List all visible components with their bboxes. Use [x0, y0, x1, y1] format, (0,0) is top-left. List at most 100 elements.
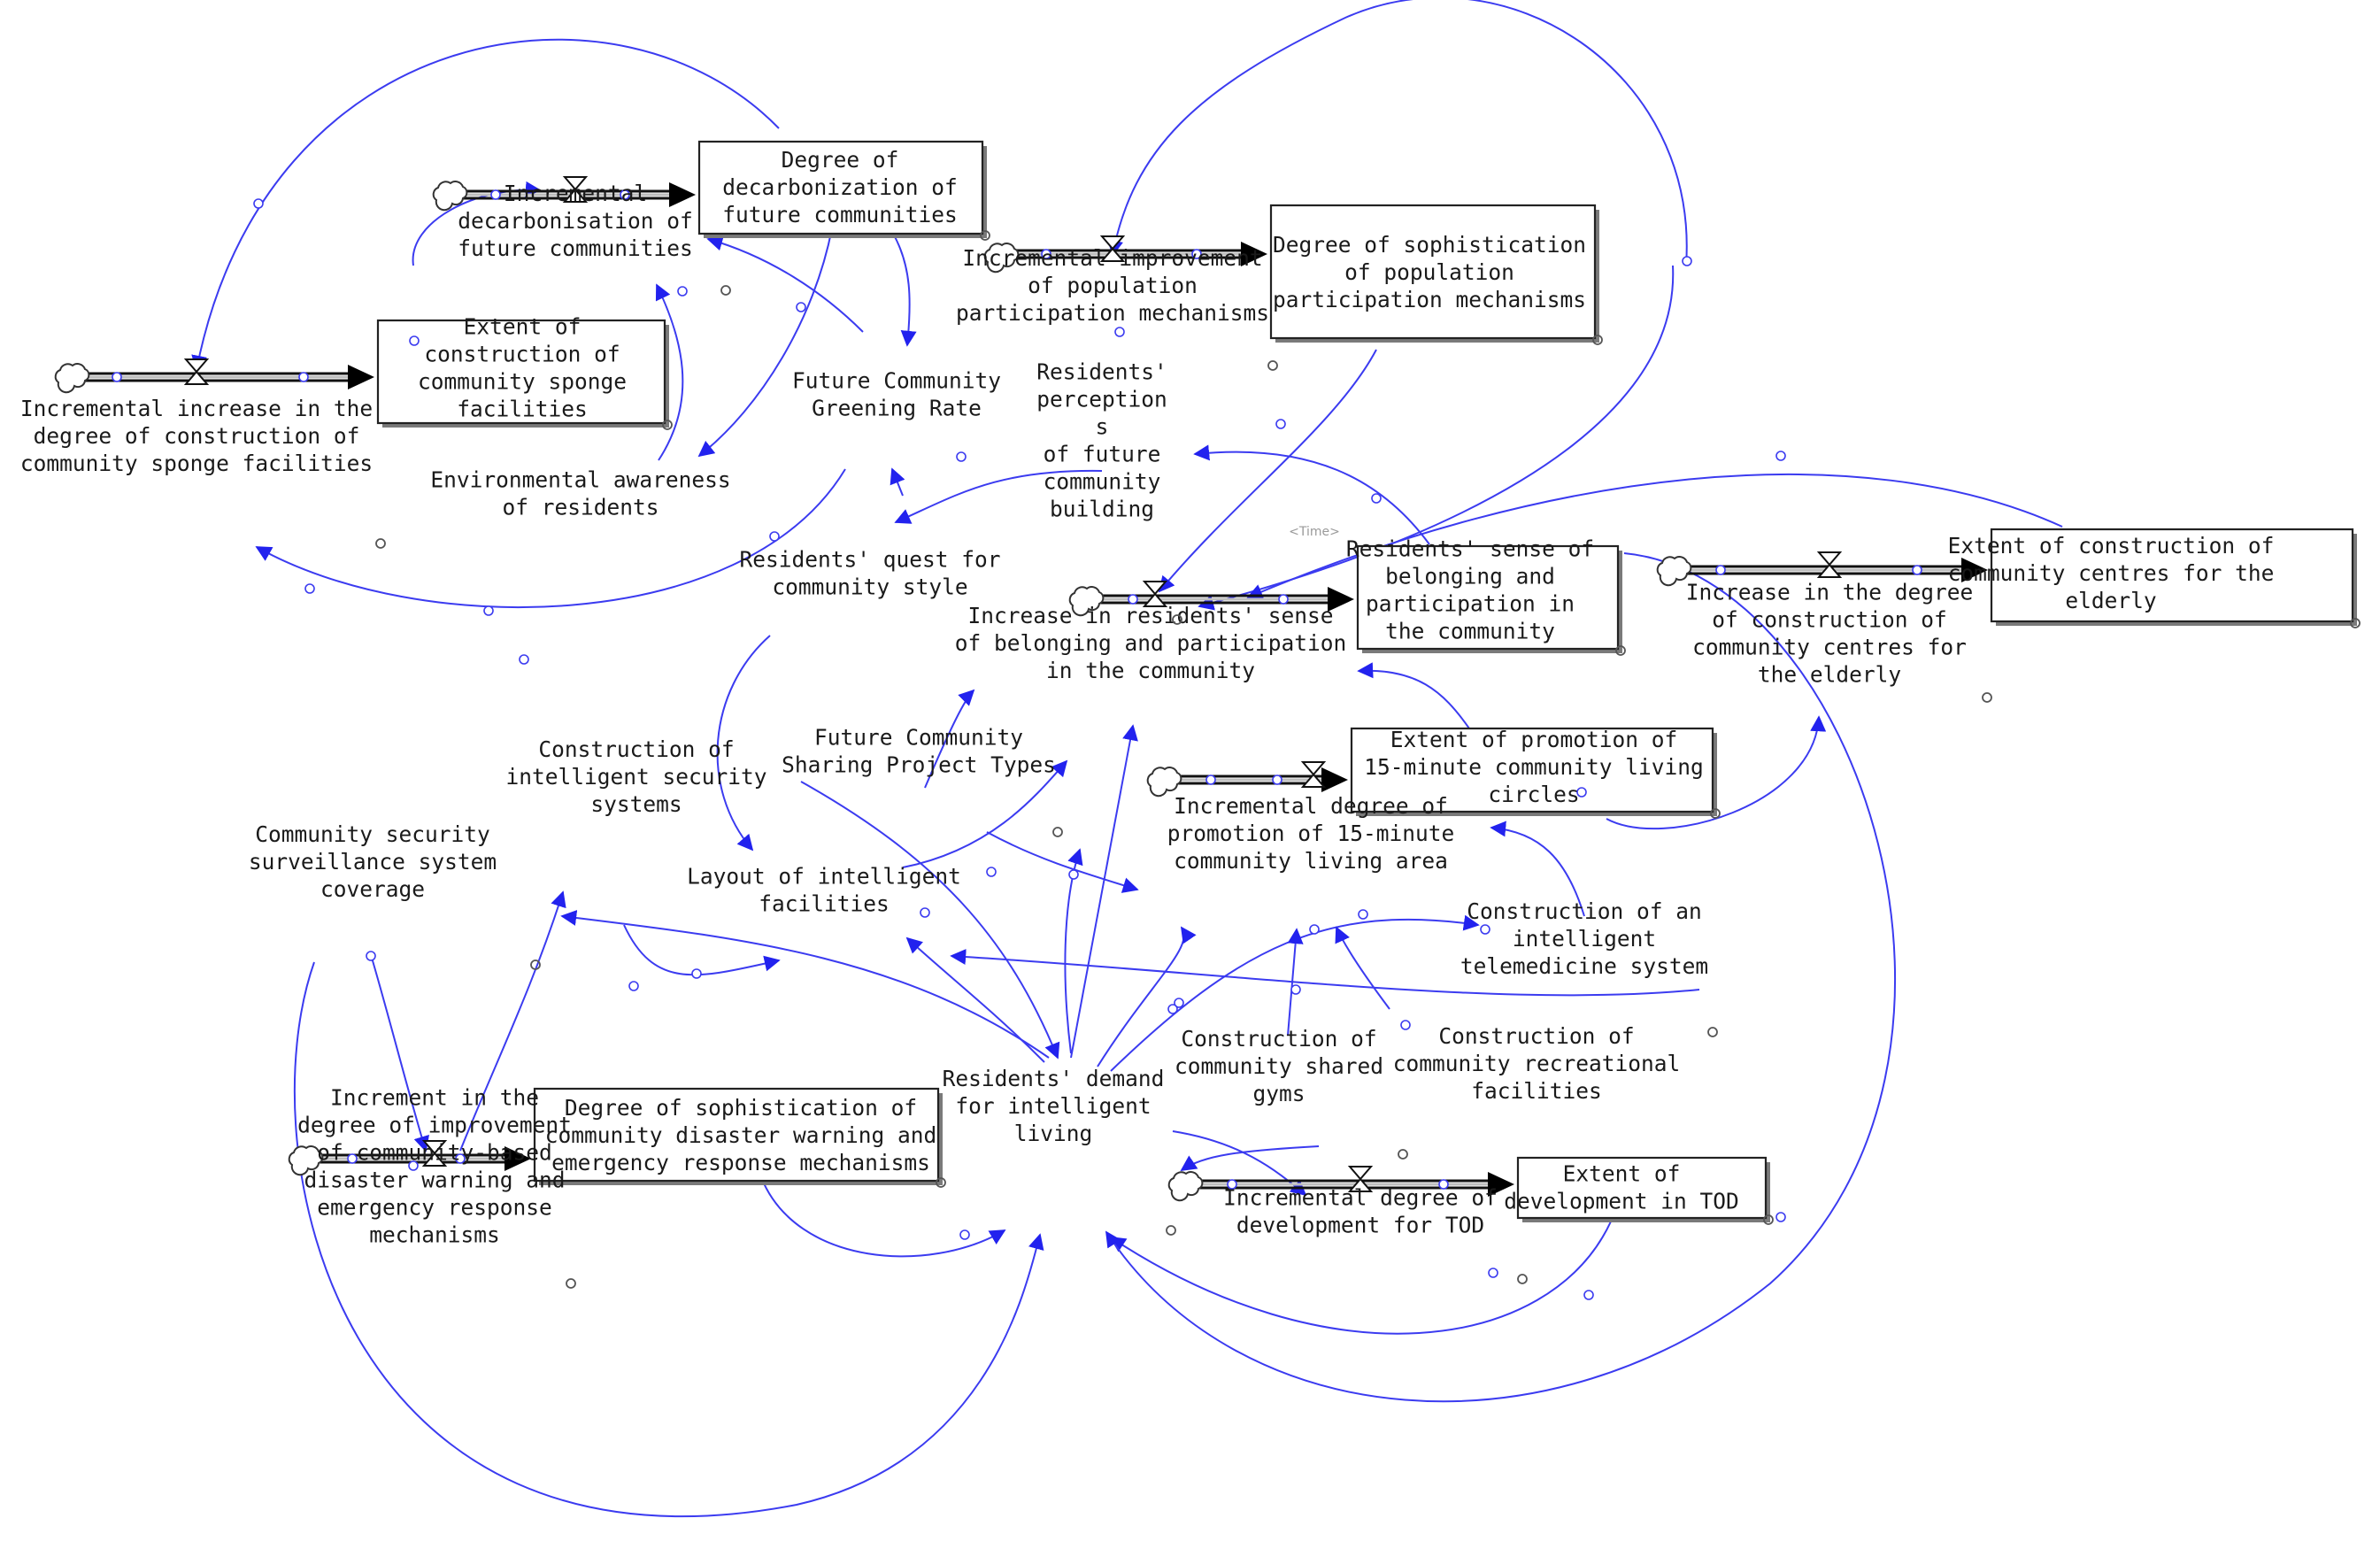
label-line: construction of — [424, 342, 620, 367]
time-shadow-variable: <Time> — [1289, 525, 1340, 539]
label-line: facilities — [759, 891, 890, 917]
label-line: the elderly — [1758, 662, 1901, 688]
label-line: s — [1096, 414, 1109, 440]
causal-link-arrow — [1097, 926, 1197, 1067]
flow-arrowhead — [1321, 767, 1348, 792]
label-line: participation mechanisms — [1273, 287, 1586, 312]
causal-link-arrow — [371, 957, 429, 1152]
variable-marker — [1267, 360, 1278, 371]
link-midpoint-marker — [769, 531, 780, 542]
link-midpoint-marker — [1775, 451, 1786, 461]
label-line: belonging and — [1385, 564, 1555, 590]
label-line: Future Community — [792, 368, 1001, 394]
link-midpoint-marker — [304, 583, 315, 594]
source-cloud-icon — [54, 363, 90, 394]
link-midpoint-marker — [1174, 998, 1184, 1008]
link-midpoint-marker — [1775, 1212, 1786, 1222]
causal-link-arrow — [894, 469, 1103, 524]
flow-arrowhead — [669, 182, 696, 207]
label-line: community living area — [1174, 848, 1448, 874]
label-line: Construction of — [1181, 1026, 1376, 1052]
causal-link-arrow — [950, 949, 1700, 997]
label-line: Extent of construction of — [1948, 533, 2275, 559]
flow-marker — [1278, 594, 1289, 605]
link-midpoint-marker — [986, 867, 997, 877]
label-line: building — [1050, 497, 1154, 522]
link-midpoint-marker — [959, 1229, 970, 1240]
causal-link-arrow — [1109, 1221, 1612, 1335]
label-line: Incremental — [504, 181, 647, 206]
label-line: future communities — [458, 235, 693, 261]
label-line: participation mechanisms — [956, 300, 1269, 326]
causal-link-arrow — [655, 283, 684, 461]
flow-marker — [1438, 1179, 1449, 1190]
causal-link-arrow — [986, 831, 1139, 893]
label-line: emergency response — [317, 1195, 552, 1221]
link-midpoint-marker — [1682, 256, 1692, 266]
stock-corner-marker — [2350, 618, 2361, 628]
link-midpoint-marker — [956, 451, 967, 462]
valve-icon — [1099, 235, 1126, 262]
source-cloud-icon — [1656, 556, 1692, 587]
label-line: Sharing Project Types — [782, 752, 1056, 778]
label-line: systems — [590, 791, 682, 817]
causal-link-arrow — [716, 635, 771, 852]
causal-link-arrow — [1110, 914, 1480, 1072]
f-belong-flow — [1068, 581, 1354, 617]
label-line: Increment in the — [330, 1085, 539, 1111]
label-line: Increase in residents' sense — [967, 603, 1333, 628]
link-midpoint-marker — [1167, 1004, 1178, 1014]
variable-marker — [1517, 1274, 1528, 1284]
label-line: community sponge — [418, 369, 627, 395]
label-line: community recreational — [1393, 1051, 1681, 1076]
flow-marker — [112, 372, 122, 382]
label-line: Residents' quest for — [739, 547, 1000, 573]
label-line: disaster warning and — [304, 1168, 565, 1193]
label-line: Incremental improvement — [962, 245, 1262, 271]
label-line: of population — [1028, 273, 1198, 298]
flow-marker — [1715, 565, 1726, 575]
flow-marker — [1128, 594, 1138, 605]
label-line: emergency response mechanisms — [551, 1150, 930, 1175]
label-line: for intelligent — [955, 1093, 1151, 1119]
variable-marker — [375, 538, 386, 549]
link-midpoint-marker — [1480, 924, 1490, 935]
stock-box — [1269, 204, 1597, 340]
link-midpoint-marker — [628, 981, 639, 991]
label-line: of community-based — [317, 1140, 552, 1166]
label-line: of future — [1044, 442, 1161, 467]
link-midpoint-marker — [1400, 1020, 1411, 1030]
source-cloud-icon — [1167, 1171, 1204, 1202]
causal-link-arrow — [255, 468, 846, 608]
causal-link-arrow — [706, 235, 864, 333]
link-midpoint-marker — [1371, 493, 1382, 504]
flow-marker — [1272, 774, 1282, 785]
label-line: Construction of an — [1467, 898, 1702, 924]
label-line: Degree of sophistication — [1273, 232, 1586, 258]
flow-marker — [347, 1153, 358, 1164]
label-line: Incremental increase in the — [20, 396, 373, 421]
label-line: future communities — [722, 202, 958, 227]
label-line: development in TOD — [1504, 1189, 1739, 1214]
source-cloud-icon — [1146, 767, 1182, 798]
